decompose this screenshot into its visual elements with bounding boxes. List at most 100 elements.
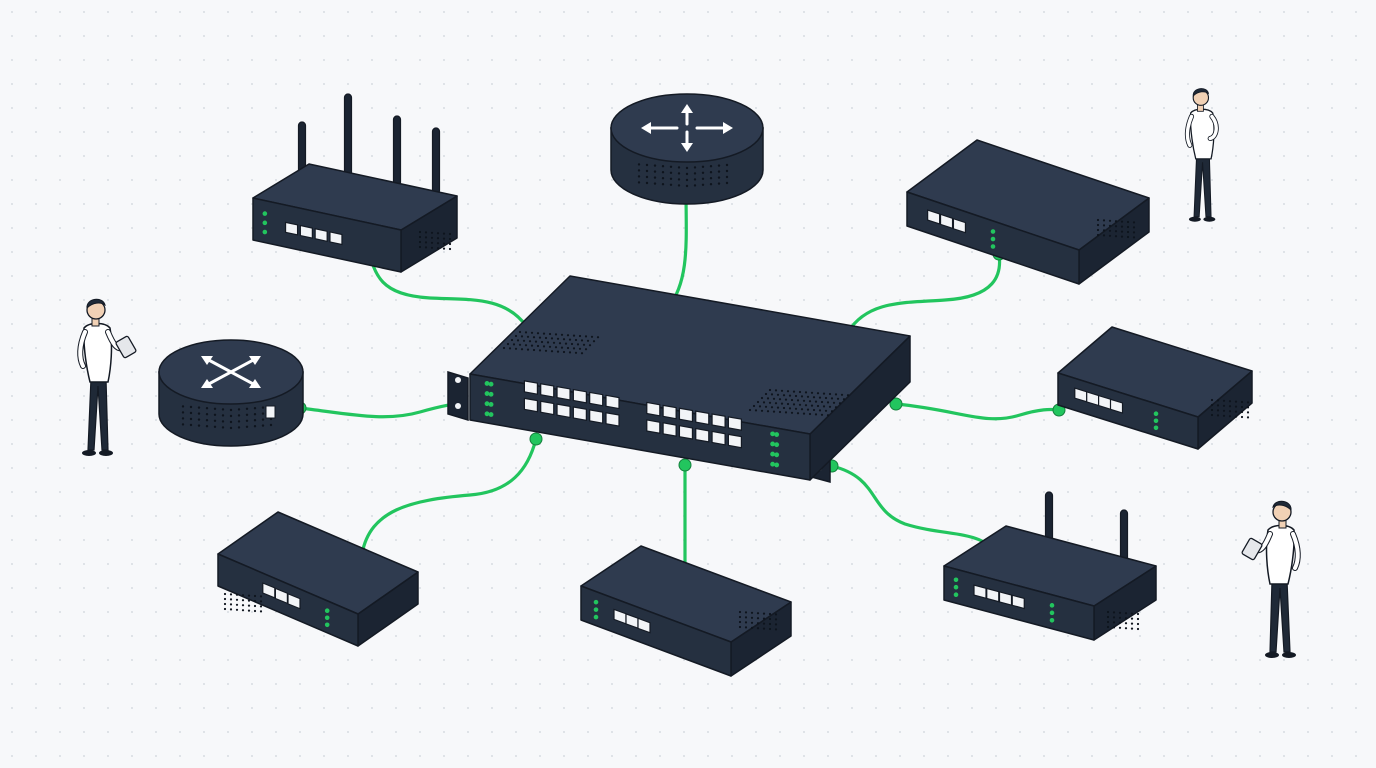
status-led (262, 220, 268, 226)
status-led (990, 244, 996, 249)
ethernet-port (1109, 398, 1124, 414)
cable-connector (678, 458, 692, 472)
ethernet-port (998, 591, 1013, 606)
cable-connector (889, 397, 903, 411)
antenna (343, 93, 353, 179)
ethernet-port (1011, 594, 1025, 610)
ethernet-port (287, 592, 301, 610)
status-led (488, 402, 494, 407)
ethernet-port (540, 383, 555, 398)
switch-right[interactable] (1057, 326, 1253, 450)
core-rack-switch[interactable] (447, 275, 911, 483)
ethernet-port (572, 388, 587, 404)
ethernet-port (711, 430, 726, 446)
ethernet-port (556, 403, 571, 419)
person-left (77, 298, 137, 456)
ethernet-port (662, 422, 677, 437)
arrows-out-icon (641, 104, 733, 152)
status-led (1049, 618, 1055, 623)
ethernet-port (605, 394, 620, 410)
antenna (431, 127, 441, 195)
status-led (593, 599, 599, 605)
ethernet-port (711, 413, 726, 428)
arrows-x-icon (201, 356, 261, 388)
status-led (1153, 425, 1159, 431)
ethernet-port (556, 385, 571, 401)
person-bottom-right (1241, 500, 1301, 658)
ethernet-port (939, 213, 954, 230)
status-led (770, 441, 775, 447)
ethernet-port (973, 584, 987, 600)
status-led (1153, 418, 1159, 424)
cable-link-6 (360, 437, 538, 556)
status-led (262, 229, 268, 235)
switch-bottom-center[interactable] (580, 545, 792, 677)
status-led (484, 401, 490, 407)
status-led (488, 391, 494, 397)
ethernet-port (646, 401, 661, 417)
status-led (1153, 411, 1159, 417)
status-led (593, 614, 599, 620)
ethernet-port (299, 224, 313, 239)
antenna (392, 115, 402, 187)
status-led (488, 381, 494, 387)
ethernet-port (572, 406, 587, 421)
status-led (484, 391, 490, 396)
ethernet-port (329, 231, 343, 246)
status-led (774, 452, 780, 458)
status-led (770, 461, 775, 467)
ethernet-port (589, 391, 604, 407)
switch-bottom-left[interactable] (217, 511, 419, 647)
ethernet-port (605, 412, 620, 427)
network-devices (158, 93, 1253, 677)
switch-top-right[interactable] (906, 139, 1150, 285)
status-led (774, 432, 780, 437)
tablet-icon (1241, 537, 1263, 561)
ethernet-port (589, 409, 604, 424)
status-led (593, 607, 599, 612)
status-led (770, 451, 775, 457)
status-led (484, 381, 490, 386)
ethernet-port (727, 416, 743, 431)
status-led (484, 411, 490, 417)
ethernet-port (695, 427, 710, 443)
status-led (990, 229, 996, 234)
ethernet-port (637, 617, 651, 634)
ethernet-port (314, 228, 328, 243)
cable-link-5 (894, 402, 1061, 421)
cable-link-8 (830, 464, 1002, 562)
status-led (1049, 603, 1055, 608)
ethernet-port (265, 405, 276, 419)
wireless-router-4-antenna[interactable] (252, 93, 458, 273)
ethernet-port (274, 587, 288, 605)
ethernet-port (678, 425, 694, 440)
cable-link-3 (846, 252, 1002, 334)
ethernet-port (952, 217, 967, 234)
status-led (770, 431, 775, 437)
ethernet-port (986, 587, 1000, 603)
ethernet-port (262, 582, 276, 599)
cable-connector (529, 432, 543, 446)
ethernet-port (727, 433, 743, 449)
status-led (324, 615, 330, 621)
cable-link-4 (298, 401, 460, 419)
wireless-router-2-antenna[interactable] (943, 491, 1157, 641)
status-led (324, 608, 330, 614)
ethernet-port (927, 209, 941, 225)
ethernet-port (284, 221, 299, 236)
status-led (488, 412, 494, 417)
status-led (774, 442, 780, 448)
status-led (774, 462, 780, 468)
ethernet-port (646, 419, 661, 434)
status-led (324, 622, 330, 628)
round-router-left[interactable] (158, 339, 304, 447)
status-led (1049, 610, 1055, 616)
ethernet-port (523, 380, 539, 395)
tablet-icon (115, 335, 137, 359)
people (77, 88, 1301, 658)
ethernet-port (695, 410, 710, 426)
core-router-top[interactable] (610, 93, 764, 205)
cable-link-2 (666, 188, 688, 310)
ethernet-port (523, 397, 539, 413)
